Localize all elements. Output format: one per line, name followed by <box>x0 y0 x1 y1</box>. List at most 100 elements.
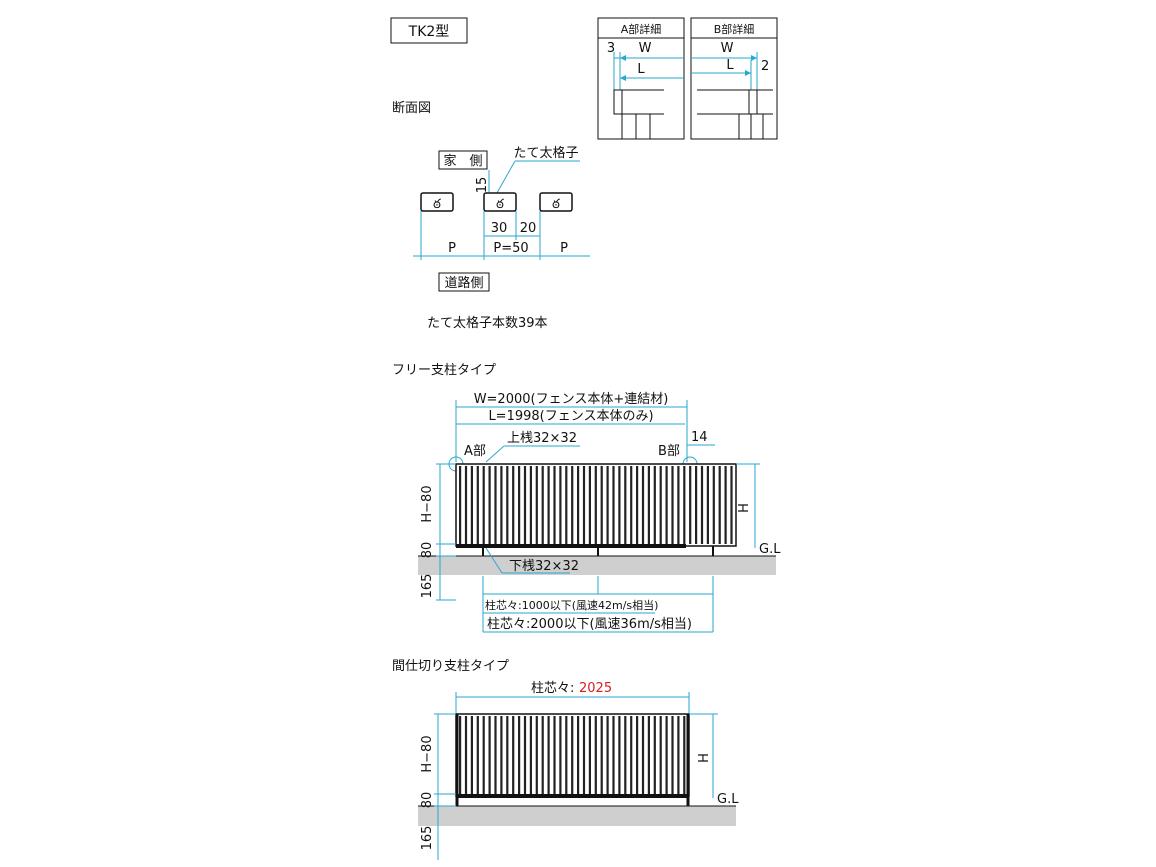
pitch-right: P <box>560 241 568 256</box>
lattice-bar <box>665 716 668 794</box>
partition-gl: G.L <box>717 792 739 807</box>
lattice-bar <box>488 466 491 544</box>
dim-20: 20 <box>520 221 537 236</box>
lattice-bar <box>606 716 609 794</box>
lattice-bar <box>724 466 727 544</box>
dim-165: 165 <box>420 574 435 599</box>
lattice-bar <box>547 466 550 544</box>
lattice-bar <box>706 466 709 544</box>
lattice-bar <box>488 716 491 794</box>
lattice-bar <box>535 466 538 544</box>
bar-count: たて太格子本数39本 <box>427 315 548 331</box>
lattice-bar <box>518 466 521 544</box>
lattice-bar <box>594 716 597 794</box>
l-dim: L=1998(フェンス本体のみ) <box>488 409 653 424</box>
h-minus-dim: H−80 <box>420 485 435 522</box>
svg-text:ఠ: ఠ <box>552 197 560 212</box>
lattice-bar <box>618 466 621 544</box>
lattice-bar <box>653 716 656 794</box>
lattice-bar <box>476 466 479 544</box>
detail-a-title: A部詳細 <box>621 22 662 36</box>
span-prefix: 柱芯々: <box>531 681 574 696</box>
lattice-bar <box>571 716 574 794</box>
bar-label: たて太格子 <box>513 145 578 161</box>
lattice-bar <box>647 466 650 544</box>
lattice-bar <box>553 466 556 544</box>
lattice-bar <box>541 466 544 544</box>
lattice-bar <box>588 466 591 544</box>
lattice-bar <box>636 466 639 544</box>
lattice-bar <box>695 466 698 544</box>
lattice-bar <box>559 716 562 794</box>
lattice-bar <box>641 716 645 794</box>
detail-b-title: B部詳細 <box>714 22 755 36</box>
lattice-bar <box>464 466 468 544</box>
lattice-bar <box>630 716 633 794</box>
lattice-bar <box>624 716 627 794</box>
lattice-bar <box>683 466 686 544</box>
span-value: 2025 <box>579 681 612 696</box>
lattice-bar <box>464 716 468 794</box>
dim-80: 80 <box>420 542 435 559</box>
lattice-bar <box>665 466 668 544</box>
lattice-bar <box>600 716 603 794</box>
lattice-bar <box>565 466 568 544</box>
lattice-bar <box>671 716 674 794</box>
free-post-elevation: フリー支柱タイプ W=2000(フェンス本体+連結材) L=1998(フェンス本… <box>392 363 781 633</box>
lattice-bar <box>500 466 503 544</box>
lattice-bar <box>689 466 692 544</box>
w-dim: W=2000(フェンス本体+連結材) <box>474 392 669 407</box>
lattice-bar <box>476 716 479 794</box>
lattice-bar <box>470 716 473 794</box>
lattice-bar <box>494 716 497 794</box>
lattice-bar <box>594 466 597 544</box>
detail-b-l: L <box>726 58 734 73</box>
lattice-bar <box>459 466 462 544</box>
lattice-bar <box>683 716 686 794</box>
lattice-bar <box>641 466 645 544</box>
lattice-bar <box>659 466 662 544</box>
detail-a-l: L <box>637 62 645 77</box>
lattice-bar <box>565 716 568 794</box>
lattice-bar <box>506 716 509 794</box>
lattice-bar <box>512 466 515 544</box>
lattice-bar <box>624 466 627 544</box>
partition-h: H <box>697 753 712 763</box>
partition-dim-165: 165 <box>420 826 435 851</box>
lattice-bar <box>582 716 586 794</box>
cross-section: 断面図 家 側 たて太格子 15 ఠ ఠ ఠ 30 20 P P=50 P 道路… <box>392 101 590 331</box>
lattice-bar <box>541 716 544 794</box>
lattice-bar <box>612 466 615 544</box>
lattice-bar <box>630 466 633 544</box>
lattice-bar <box>523 716 527 794</box>
gl-label: G.L <box>759 542 781 557</box>
lattice-bar <box>559 466 562 544</box>
lattice-bar <box>612 716 615 794</box>
detail-a-w: W <box>639 41 652 56</box>
svg-text:ఠ: ఠ <box>496 197 504 212</box>
lattice-bar <box>618 716 621 794</box>
lattice-bar <box>459 716 462 794</box>
lattice-bar <box>506 466 509 544</box>
partition-dim-80: 80 <box>420 792 435 809</box>
lattice-bar <box>677 716 680 794</box>
lattice-bar <box>553 716 556 794</box>
lattice-bar <box>600 466 603 544</box>
model-label: TK2型 <box>408 24 450 40</box>
partition-h-minus: H−80 <box>420 735 435 772</box>
lattice-bar <box>571 466 574 544</box>
lattice-bar <box>529 716 532 794</box>
lattice-bar <box>718 466 721 544</box>
lattice-bar <box>582 466 586 544</box>
lattice-bar <box>700 466 704 544</box>
dim-14: 14 <box>691 430 708 445</box>
detail-a-offset: 3 <box>607 41 615 56</box>
free-post-title: フリー支柱タイプ <box>392 363 496 378</box>
partition-title: 間仕切り支柱タイプ <box>392 659 509 674</box>
span-2000: 柱芯々:2000以下(風速36m/s相当) <box>487 617 692 632</box>
lattice-bar <box>512 716 515 794</box>
lattice-bar <box>470 466 473 544</box>
height-dim: 15 <box>475 177 490 194</box>
lattice-bar <box>636 716 639 794</box>
